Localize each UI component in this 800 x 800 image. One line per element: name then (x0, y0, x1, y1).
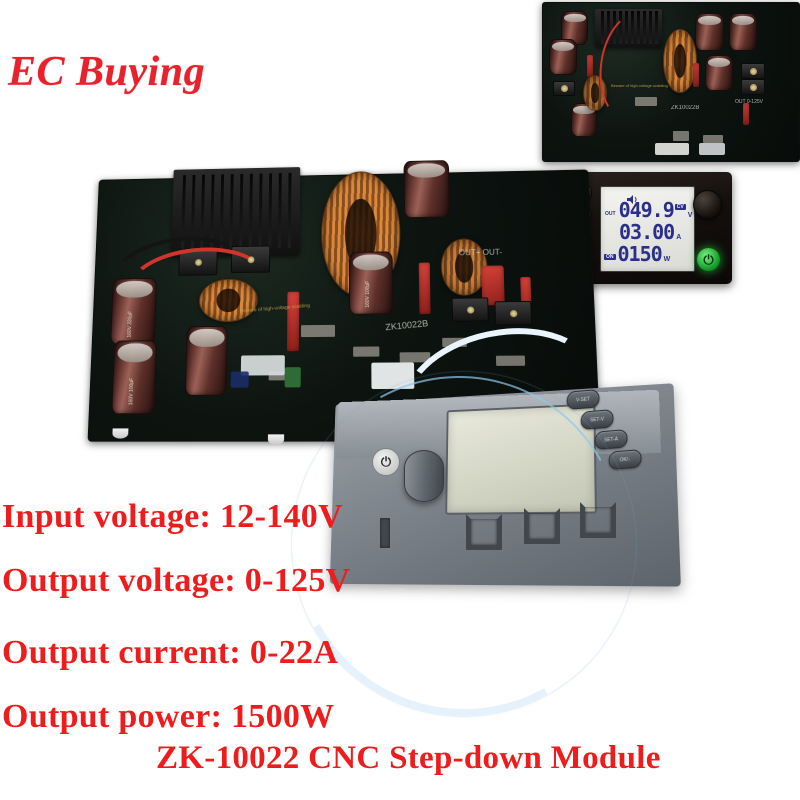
enclosure-slot (524, 508, 560, 544)
enclosure-slot (580, 502, 616, 538)
heatsink (595, 9, 662, 47)
output-terminal (741, 79, 765, 95)
gray-enclosure-module: ⏻ V-SET SET-V SET-A OK/↓ (318, 383, 681, 587)
speaker-icon (627, 191, 637, 204)
enclosure-slot (380, 518, 390, 548)
capacitor (549, 39, 577, 75)
pcb-silkscreen-output: OUT 0-125V (735, 99, 763, 105)
power-button[interactable]: ⏻ (697, 248, 720, 271)
gray-power-button[interactable]: ⏻ (372, 448, 400, 476)
lcd-power-value: 0150 (617, 242, 663, 266)
capacitor (729, 13, 757, 51)
capacitor-rating: 160V 100µF (128, 377, 136, 406)
resistor-block (693, 63, 699, 87)
rotary-encoder-knob[interactable] (693, 190, 722, 219)
lcd-voltage-value: 049.9 (618, 198, 675, 222)
lcd-voltage-unit: V (687, 212, 693, 219)
spec-output-power: Output power: 1500W (2, 698, 335, 735)
pcb-silkscreen-model: ZK10022B (384, 318, 429, 333)
product-title: ZK-10022 CNC Step-down Module (156, 740, 661, 776)
lcd-screen: OUT 049.9 CV V 03.00 A ON 0150 W (600, 186, 695, 272)
spec-input-voltage: Input voltage: 12-140V (2, 498, 343, 535)
enclosure-slot (466, 514, 502, 550)
gray-rotary-knob[interactable] (404, 450, 444, 502)
capacitor (403, 160, 450, 219)
brand-logo: EC Buying (8, 49, 206, 95)
input-terminal (553, 81, 575, 96)
spec-output-current: Output current: 0-22A (2, 634, 339, 671)
resistor-block (418, 262, 431, 315)
toroidal-inductor (583, 75, 607, 111)
pcb-silkscreen-warning: Beware of high-voltage scalding (611, 83, 668, 88)
standoff-foot (112, 428, 129, 439)
output-terminal (741, 63, 765, 79)
pcb-silkscreen-output: OUT+ OUT- (458, 247, 503, 258)
capacitor: 160V 100µF (111, 340, 157, 415)
capacitor (705, 55, 733, 91)
pcb-silkscreen-model: ZK10022B (671, 105, 700, 111)
input-terminal (494, 300, 533, 326)
pcb-top-view: ZK10022B OUT 0-125V Beware of high-volta… (542, 2, 800, 162)
capacitor-rating: 160V 100µF (364, 280, 372, 308)
lcd-power-unit: W (663, 256, 671, 263)
spec-output-voltage: Output voltage: 0-125V (2, 562, 351, 599)
capacitor (571, 103, 597, 137)
lcd-out-label: OUT (605, 211, 616, 217)
capacitor: 160V 100µF (348, 251, 394, 315)
resistor-block (587, 55, 593, 77)
capacitor (695, 13, 724, 51)
lcd-current-value: 03.00 (619, 220, 675, 244)
lcd-current-unit: A (676, 234, 682, 241)
toroidal-inductor (663, 29, 697, 93)
input-terminal (451, 297, 489, 322)
resistor-block (286, 291, 300, 352)
lcd-on-badge: ON (604, 254, 616, 260)
capacitor (184, 325, 228, 396)
capacitor-rating: 160V 330µF (126, 310, 134, 338)
standoff-foot (267, 434, 285, 445)
lcd-cv-badge: CV (674, 204, 686, 210)
resistor-block (743, 103, 749, 125)
